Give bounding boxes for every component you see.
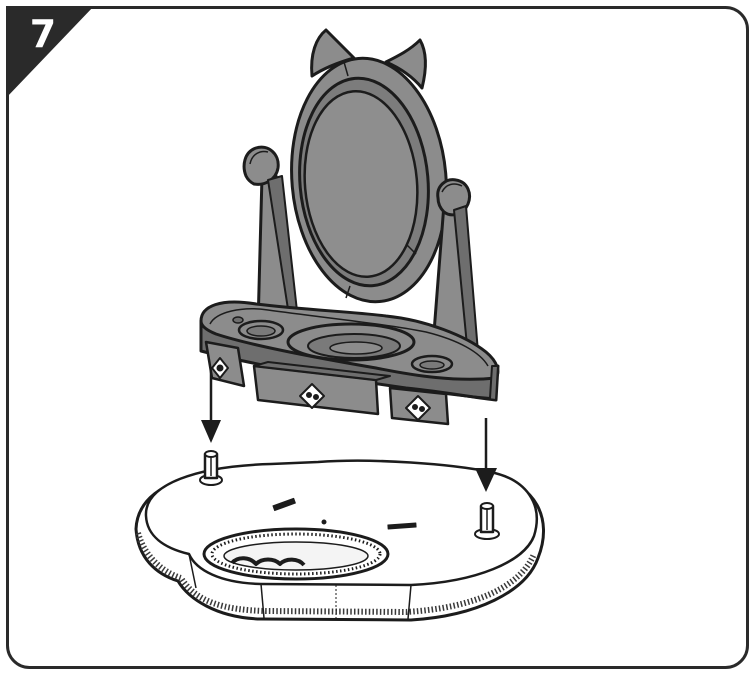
assembly-illustration (6, 6, 749, 669)
instruction-panel: 7 (6, 6, 749, 669)
drawer-right (390, 388, 448, 424)
step-number: 7 (23, 9, 63, 59)
